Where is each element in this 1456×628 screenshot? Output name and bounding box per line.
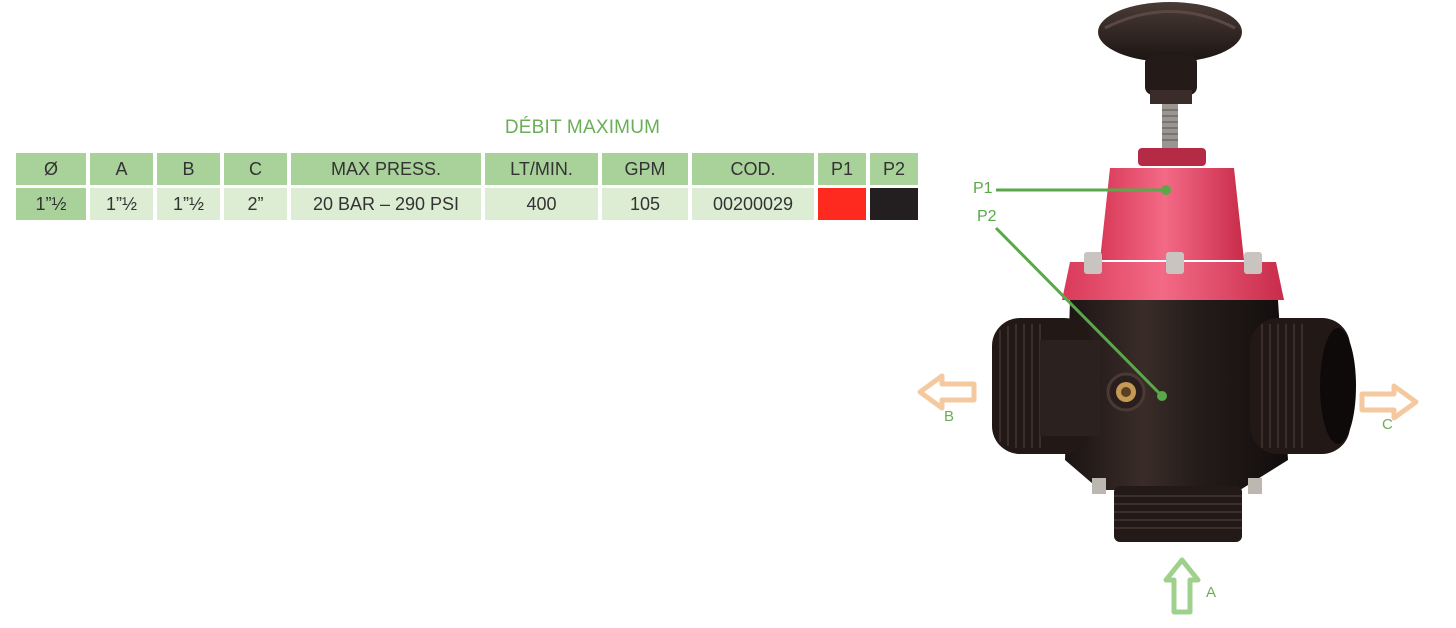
cell-c: 2” (224, 188, 287, 220)
col-header-c: C (224, 153, 287, 185)
col-header-lt-min: LT/MIN. (485, 153, 598, 185)
adjustment-knob (1098, 2, 1242, 149)
callout-p1-dot (1161, 185, 1171, 195)
table-row: 1”½ 1”½ 1”½ 2” 20 BAR – 290 PSI 400 105 … (16, 188, 918, 220)
cell-diameter: 1”½ (16, 188, 86, 220)
port-b-label: B (944, 408, 955, 425)
cell-cod: 00200029 (692, 188, 814, 220)
valve-body (992, 300, 1356, 542)
col-header-gpm: GPM (602, 153, 688, 185)
p1-color-swatch (818, 188, 866, 220)
cell-lt-min: 400 (485, 188, 598, 220)
pressure-cap (1062, 148, 1284, 300)
valve-figure: P1 P2 B C A (900, 0, 1456, 628)
port-a-label: A (1206, 584, 1217, 601)
col-header-p1: P1 (818, 153, 866, 185)
port-c-label: C (1382, 416, 1393, 433)
valve-illustration (917, 2, 1419, 615)
flow-arrow-a (1163, 557, 1201, 615)
col-header-max-press: MAX PRESS. (291, 153, 481, 185)
col-header-cod: COD. (692, 153, 814, 185)
callout-p2-label: P2 (977, 208, 997, 225)
col-header-b: B (157, 153, 220, 185)
p2-color-swatch (870, 188, 918, 220)
col-header-p2: P2 (870, 153, 918, 185)
flow-title: DÉBIT MAXIMUM (504, 117, 661, 138)
flow-arrow-b (917, 373, 977, 411)
col-header-diameter: Ø (16, 153, 86, 185)
flow-arrow-c (1359, 383, 1419, 421)
callout-p2-dot (1157, 391, 1167, 401)
cell-max-press: 20 BAR – 290 PSI (291, 188, 481, 220)
col-header-a: A (90, 153, 153, 185)
spec-table: Ø A B C MAX PRESS. LT/MIN. GPM COD. P1 P… (12, 150, 922, 223)
table-header-row: Ø A B C MAX PRESS. LT/MIN. GPM COD. P1 P… (16, 153, 918, 185)
callout-lines (994, 185, 1171, 401)
cell-a: 1”½ (90, 188, 153, 220)
cell-gpm: 105 (602, 188, 688, 220)
cell-b: 1”½ (157, 188, 220, 220)
callout-p1-label: P1 (973, 180, 993, 197)
